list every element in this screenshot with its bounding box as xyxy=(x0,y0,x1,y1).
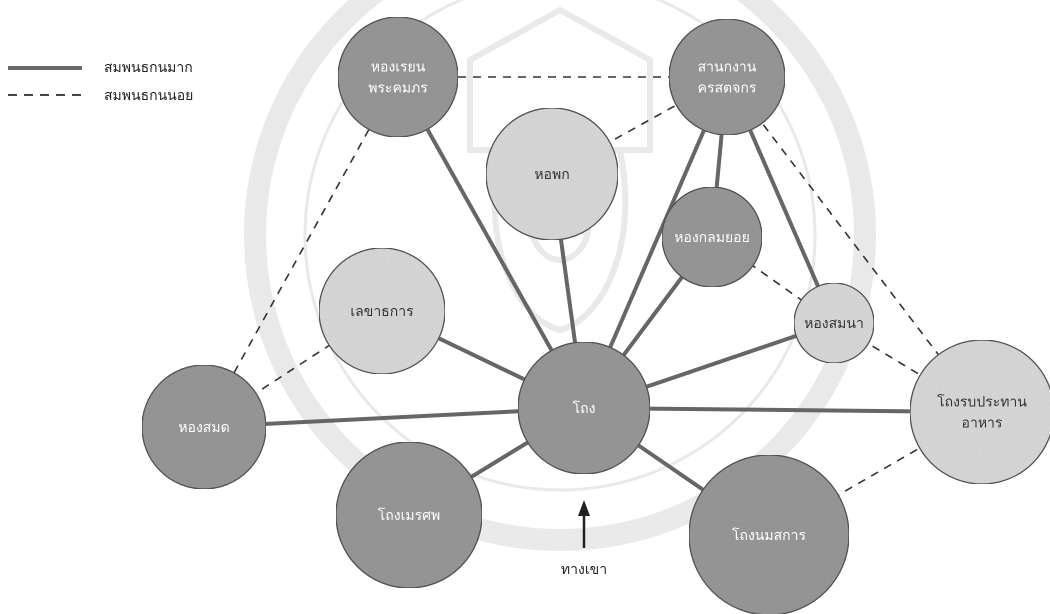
node-circle-church xyxy=(517,341,651,475)
node-label-meeting: พระคมภร xyxy=(368,81,428,97)
legend-weak-label: สมพนธกนนอย xyxy=(104,88,193,104)
node-label-toilet: หองสมด xyxy=(178,420,229,436)
node-circle-office xyxy=(668,18,786,136)
node-label-office: ครสตจกร xyxy=(698,81,757,97)
watermark-seal xyxy=(244,0,876,551)
node-tower: หอพก xyxy=(485,107,619,241)
node-circle-tower xyxy=(485,107,619,241)
node-circle-multipurpose xyxy=(335,441,483,589)
node-circle-meetroom xyxy=(793,282,875,364)
node-label-office: สานกงาน xyxy=(698,60,757,76)
node-label-worship: โถงนมสการ xyxy=(732,527,807,544)
node-circle-smallroom xyxy=(661,186,763,288)
legend: สมพนธกนมาก สมพนธกนนอย xyxy=(8,60,193,104)
node-circle-worship xyxy=(688,454,850,614)
weak-edge-meeting-toilet xyxy=(203,76,399,428)
node-toilet: หองสมด xyxy=(141,364,267,490)
node-label-meetroom: หองสมนา xyxy=(804,316,864,332)
node-label-dining: อาหาร xyxy=(962,416,1003,432)
node-label-meeting: หองเรยน xyxy=(371,60,426,76)
entrance-label: ทางเขา xyxy=(561,562,607,578)
node-worship: โถงนมสการ xyxy=(688,454,850,614)
node-church: โถง xyxy=(517,341,651,475)
node-label-tower: หอพก xyxy=(534,167,569,183)
node-label-multipurpose: โถงเมรศพ xyxy=(378,507,440,524)
legend-strong-label: สมพนธกนมาก xyxy=(104,60,193,76)
weak-edge-dining-worship xyxy=(768,411,983,536)
node-circle-dining xyxy=(909,339,1050,485)
node-label-smallroom: หองกลมยอย xyxy=(674,230,750,246)
entrance-marker: ทางเขา xyxy=(561,500,607,578)
node-circle-secretariat xyxy=(318,247,446,375)
node-circle-meeting xyxy=(337,16,459,138)
node-label-church: โถง xyxy=(573,400,596,417)
entrance-arrowhead xyxy=(578,500,590,516)
node-smallroom: หองกลมยอย xyxy=(661,186,763,288)
node-secretariat: เลขาธการ xyxy=(318,247,446,375)
node-circle-toilet xyxy=(141,364,267,490)
node-label-dining: โถงรบประทาน xyxy=(937,394,1027,411)
node-label-secretariat: เลขาธการ xyxy=(350,304,414,320)
node-meetroom: หองสมนา xyxy=(793,282,875,364)
node-multipurpose: โถงเมรศพ xyxy=(335,441,483,589)
